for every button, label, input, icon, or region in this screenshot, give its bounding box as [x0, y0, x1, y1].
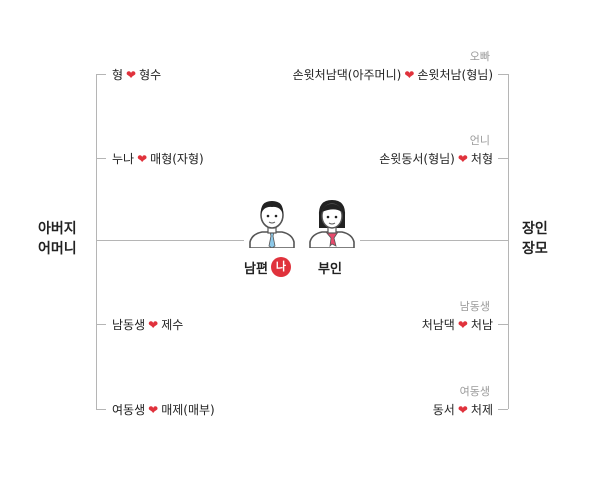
right-row-3-label: 남동생	[459, 300, 490, 313]
heart-icon: ❤	[148, 317, 159, 332]
heart-icon: ❤	[137, 151, 148, 166]
heart-icon: ❤	[457, 402, 468, 417]
wife-text: 부인	[318, 261, 342, 277]
right-to-center-line	[360, 240, 508, 241]
right-row-4-b: 처제	[470, 403, 493, 417]
me-badge: 나	[270, 257, 291, 277]
right-row-1-label: 오빠	[469, 50, 490, 63]
left-row-4-a: 여동생	[112, 403, 146, 417]
heart-icon: ❤	[404, 67, 415, 82]
right-row-3-b: 처남	[470, 318, 493, 332]
right-parents: 장인 장모	[522, 219, 548, 259]
heart-icon: ❤	[457, 151, 468, 166]
right-branch-4	[498, 409, 508, 410]
heart-icon: ❤	[126, 67, 137, 82]
right-row-3-a: 처남댁	[421, 318, 455, 332]
left-parents-line1: 아버지	[38, 221, 77, 237]
right-row-4: 동서 ❤ 처제	[433, 401, 493, 418]
left-row-1-b: 형수	[139, 68, 162, 82]
left-branch-2	[96, 158, 106, 159]
right-parents-line2: 장모	[522, 241, 548, 257]
right-row-2-label: 언니	[469, 134, 490, 147]
right-row-2: 손윗동서(형님) ❤ 처형	[379, 150, 493, 167]
left-row-2-b: 매형(자형)	[150, 152, 204, 166]
left-parents-line2: 어머니	[38, 241, 77, 257]
heart-icon: ❤	[148, 402, 159, 417]
left-branch-1	[96, 74, 106, 75]
left-row-4: 여동생 ❤ 매제(매부)	[112, 401, 215, 418]
left-row-2-a: 누나	[112, 152, 135, 166]
right-parents-line1: 장인	[522, 221, 548, 237]
left-branch-4	[96, 409, 106, 410]
husband-text: 남편	[244, 261, 268, 277]
husband-label: 남편 나	[244, 257, 291, 277]
left-row-3-a: 남동생	[112, 318, 146, 332]
right-row-3: 처남댁 ❤ 처남	[422, 316, 493, 333]
left-vertical-line	[96, 74, 97, 409]
heart-icon: ❤	[457, 317, 468, 332]
right-row-1-a: 손윗처남댁(아주머니)	[292, 68, 402, 82]
right-row-1-b: 손윗처남(형님)	[417, 68, 493, 82]
wife-label: 부인	[318, 257, 342, 277]
right-vertical-line	[508, 74, 509, 409]
woman-avatar-icon	[306, 196, 358, 249]
right-branch-2	[498, 158, 508, 159]
left-row-4-b: 매제(매부)	[161, 403, 215, 417]
left-row-1-a: 형	[112, 68, 124, 82]
right-branch-3	[498, 324, 508, 325]
left-row-1: 형 ❤ 형수	[112, 66, 161, 83]
right-row-2-a: 손윗동서(형님)	[379, 152, 455, 166]
right-branch-1	[498, 74, 508, 75]
left-row-3: 남동생 ❤ 제수	[112, 316, 183, 333]
left-to-center-line	[96, 240, 244, 241]
left-parents: 아버지 어머니	[38, 219, 77, 259]
left-row-2: 누나 ❤ 매형(자형)	[112, 150, 204, 167]
right-row-1: 손윗처남댁(아주머니) ❤ 손윗처남(형님)	[293, 66, 493, 83]
right-row-2-b: 처형	[470, 152, 493, 166]
right-row-4-label: 여동생	[459, 385, 490, 398]
left-branch-3	[96, 324, 106, 325]
man-avatar-icon	[246, 196, 298, 249]
left-row-3-b: 제수	[161, 318, 184, 332]
right-row-4-a: 동서	[432, 403, 455, 417]
